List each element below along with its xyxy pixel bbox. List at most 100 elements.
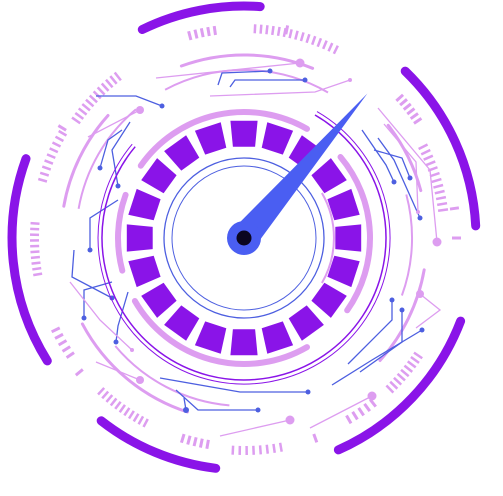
lilac-thin-arc xyxy=(400,194,414,296)
gauge-segment xyxy=(327,188,360,221)
tick-mark xyxy=(332,45,339,55)
circuit-traces xyxy=(69,58,442,437)
circuit-node xyxy=(416,210,420,214)
circuit-node xyxy=(255,407,261,413)
inner-lilac-arc xyxy=(321,192,335,284)
circuit-node xyxy=(305,389,311,395)
tick-mark xyxy=(265,25,269,35)
tick-mark xyxy=(100,82,110,92)
circuit-trace xyxy=(383,123,419,213)
gauge-segment xyxy=(288,305,324,341)
tick-mark xyxy=(30,221,40,225)
tick-mark xyxy=(49,147,59,154)
tick-mark xyxy=(413,351,423,360)
circuit-node xyxy=(267,68,273,74)
tick-mark xyxy=(205,439,210,450)
tick-mark xyxy=(271,25,275,36)
gauge-segment xyxy=(311,158,347,194)
tick-mark xyxy=(30,255,41,260)
tick-mark xyxy=(284,25,290,35)
tick-mark xyxy=(396,372,406,382)
circuit-node xyxy=(389,297,395,303)
tick-mark xyxy=(198,438,204,448)
circuit-node xyxy=(416,290,424,298)
tick-mark xyxy=(74,111,85,120)
needle-blade xyxy=(233,93,368,248)
tick-mark xyxy=(272,443,276,453)
tick-mark xyxy=(395,93,405,102)
circuit-node xyxy=(348,78,352,82)
tick-mark xyxy=(406,360,417,369)
tick-mark xyxy=(322,40,328,50)
circuit-node xyxy=(81,315,87,321)
circuit-trace xyxy=(71,249,113,299)
circuit-node xyxy=(183,407,189,413)
gauge-segment xyxy=(335,224,362,252)
inner-ring-outline xyxy=(97,111,391,385)
lilac-arc xyxy=(179,53,315,70)
tick-mark xyxy=(33,272,43,277)
gauge-segment xyxy=(230,120,258,147)
circuit-trace xyxy=(83,281,113,318)
tick-mark xyxy=(406,107,416,116)
tick-mark xyxy=(51,141,62,148)
circuit-trace xyxy=(99,129,123,169)
tick-mark xyxy=(312,433,319,443)
tick-mark xyxy=(142,418,149,428)
tick-mark xyxy=(61,345,71,353)
circuit-trace xyxy=(415,293,442,329)
gauge-segment xyxy=(327,255,360,288)
tick-mark xyxy=(114,400,122,410)
gauge-segment xyxy=(141,158,177,194)
outer-arc xyxy=(137,1,265,34)
circuit-node xyxy=(367,391,377,401)
circuit-node xyxy=(399,307,405,313)
tick-mark xyxy=(278,442,283,452)
tick-mark xyxy=(433,183,444,189)
circuit-trace xyxy=(377,107,438,243)
circuit-node xyxy=(113,339,119,345)
tick-mark xyxy=(316,37,323,48)
tick-mark xyxy=(393,376,403,386)
tick-mark xyxy=(88,94,98,104)
circuit-trace xyxy=(219,419,291,437)
tick-mark xyxy=(85,98,95,108)
inner-rings xyxy=(97,109,391,385)
circuit-node xyxy=(417,215,423,221)
inner-lilac-band xyxy=(131,298,310,367)
tick-mark xyxy=(431,177,442,184)
tick-mark xyxy=(258,445,263,455)
lilac-thin-arc xyxy=(77,108,137,209)
tick-mark xyxy=(193,29,199,39)
tick-mark xyxy=(81,103,91,112)
lilac-thin-arc xyxy=(114,345,230,407)
tick-mark xyxy=(425,160,436,167)
tick-mark xyxy=(351,411,359,421)
tick-mark xyxy=(65,351,75,359)
tick-mark xyxy=(37,177,48,183)
gauge-segments xyxy=(126,120,362,356)
lilac-arc xyxy=(386,123,423,193)
circuit-trace xyxy=(69,281,133,351)
lilac-arc xyxy=(80,322,189,414)
tick-mark xyxy=(132,413,140,423)
gauge-hub-icon xyxy=(227,221,261,255)
tick-mark xyxy=(30,250,40,254)
tick-mark xyxy=(39,171,50,177)
gauge-segment xyxy=(164,305,200,341)
tick-mark xyxy=(123,407,131,417)
tick-mark xyxy=(434,189,445,195)
tick-mark xyxy=(311,35,317,46)
tick-mark xyxy=(436,201,448,207)
inner-blue-circle xyxy=(171,165,317,311)
circuit-node xyxy=(159,103,165,109)
tick-mark xyxy=(41,165,52,171)
gauge-segment xyxy=(164,135,200,171)
circuit-trace xyxy=(309,395,373,429)
inner-lilac-band xyxy=(337,154,373,314)
gauge-segment xyxy=(128,188,161,221)
tick-mark xyxy=(206,26,211,37)
gauge-segment xyxy=(311,282,347,318)
outer-arc xyxy=(96,416,221,473)
circuit-node xyxy=(97,165,103,171)
